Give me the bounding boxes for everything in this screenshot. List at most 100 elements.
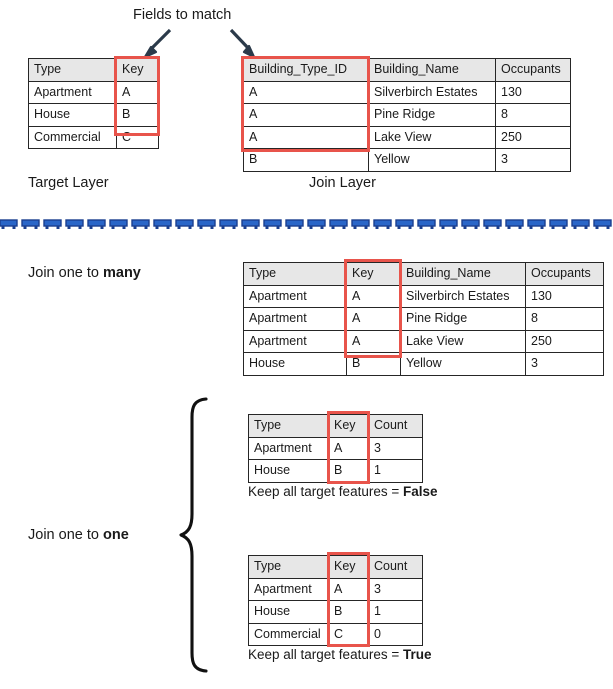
keep-false-emphasis: False [402, 484, 438, 499]
target-layer-table: Type Key Apartment A House B Commercial … [28, 58, 159, 149]
cell-building-name: Silverbirch Estates [368, 80, 496, 104]
column-header-building-type-id: Building_Type_ID [243, 58, 369, 82]
cell-key: A [328, 436, 369, 460]
keep-true-emphasis: True [402, 647, 432, 662]
keep-all-target-features-false-caption: Keep all target features = False [248, 485, 438, 499]
arrow-down-left-icon [140, 28, 174, 59]
cell-occupants: 250 [525, 329, 604, 353]
cell-key: B [346, 352, 401, 376]
join-layer-label: Join Layer [309, 175, 376, 191]
table-row: A Silverbirch Estates 130 [243, 80, 571, 104]
cell-occupants: 8 [495, 103, 571, 127]
cell-count: 3 [368, 577, 423, 601]
cell-type: Commercial [28, 125, 117, 149]
table-row: House B Yellow 3 [243, 352, 604, 376]
cell-building-name: Lake View [368, 125, 496, 149]
table-row: House B 1 [248, 600, 423, 624]
curly-brace-icon [178, 396, 210, 674]
cell-key: C [116, 125, 159, 149]
cell-type: Commercial [248, 622, 329, 646]
column-header-occupants: Occupants [525, 262, 604, 286]
column-header-type: Type [248, 555, 329, 579]
column-header-count: Count [368, 414, 423, 438]
cell-type: Apartment [248, 436, 329, 460]
one-to-many-table-wrapper: Type Key Building_Name Occupants Apartme… [243, 259, 604, 376]
column-header-building-name: Building_Name [368, 58, 496, 82]
column-header-type: Type [28, 58, 117, 82]
column-header-type: Type [248, 414, 329, 438]
table-row: A Lake View 250 [243, 125, 571, 149]
table-row: Apartment A 3 [248, 577, 423, 601]
keep-true-prefix: Keep all target features = [248, 647, 403, 662]
table-row: Apartment A Pine Ridge 8 [243, 307, 604, 331]
cell-building-name: Pine Ridge [368, 103, 496, 127]
one-to-many-table: Type Key Building_Name Occupants Apartme… [243, 262, 604, 376]
column-header-count: Count [368, 555, 423, 579]
column-header-key: Key [328, 555, 369, 579]
table-header-row: Building_Type_ID Building_Name Occupants [243, 58, 571, 82]
table-row: Apartment A 3 [248, 436, 423, 460]
cell-building-type-id: A [243, 80, 369, 104]
cell-building-type-id: A [243, 125, 369, 149]
table-row: A Pine Ridge 8 [243, 103, 571, 127]
keep-false-prefix: Keep all target features = [248, 484, 403, 499]
cell-occupants: 3 [495, 148, 571, 172]
cell-key: A [346, 329, 401, 353]
cell-type: Apartment [248, 577, 329, 601]
table-row: Commercial C [28, 125, 159, 149]
cell-key: B [328, 600, 369, 624]
table-header-row: Type Key Count [248, 414, 423, 438]
cell-occupants: 130 [495, 80, 571, 104]
cell-type: Apartment [243, 307, 347, 331]
one-to-one-true-table: Type Key Count Apartment A 3 House B 1 C… [248, 555, 423, 646]
join-one-emphasis: one [102, 527, 129, 543]
cell-count: 1 [368, 459, 423, 483]
join-one-to-one-label: Join one to one [28, 528, 129, 543]
cell-occupants: 250 [495, 125, 571, 149]
join-many-prefix: Join one to [28, 265, 103, 281]
cell-type: Apartment [243, 284, 347, 308]
join-layer-table: Building_Type_ID Building_Name Occupants… [243, 58, 571, 172]
column-header-key: Key [346, 262, 401, 286]
cell-building-name: Lake View [400, 329, 526, 353]
column-header-occupants: Occupants [495, 58, 571, 82]
table-row: House B [28, 103, 159, 127]
table-row: Apartment A Lake View 250 [243, 329, 604, 353]
one-to-one-false-table-wrapper: Type Key Count Apartment A 3 House B 1 [248, 411, 423, 484]
join-one-prefix: Join one to [28, 527, 103, 543]
join-many-emphasis: many [102, 265, 141, 281]
cell-key: A [328, 577, 369, 601]
keep-all-target-features-true-caption: Keep all target features = True [248, 648, 432, 662]
cell-occupants: 8 [525, 307, 604, 331]
table-header-row: Type Key Building_Name Occupants [243, 262, 604, 286]
cell-key: A [346, 284, 401, 308]
cell-building-name: Silverbirch Estates [400, 284, 526, 308]
cell-building-name: Yellow [400, 352, 526, 376]
arrow-down-right-icon [228, 28, 262, 59]
cell-type: Apartment [28, 80, 117, 104]
cell-occupants: 130 [525, 284, 604, 308]
table-header-row: Type Key Count [248, 555, 423, 579]
table-row: House B 1 [248, 459, 423, 483]
cell-count: 3 [368, 436, 423, 460]
dashed-divider-icon [0, 218, 613, 230]
table-row: Commercial C 0 [248, 622, 423, 646]
cell-type: House [243, 352, 347, 376]
column-header-key: Key [328, 414, 369, 438]
cell-key: C [328, 622, 369, 646]
cell-type: Apartment [243, 329, 347, 353]
cell-type: House [248, 600, 329, 624]
column-header-type: Type [243, 262, 347, 286]
column-header-key: Key [116, 58, 159, 82]
target-layer-label: Target Layer [28, 175, 109, 191]
cell-building-name: Pine Ridge [400, 307, 526, 331]
cell-building-name: Yellow [368, 148, 496, 172]
table-row: Apartment A Silverbirch Estates 130 [243, 284, 604, 308]
cell-building-type-id: A [243, 103, 369, 127]
cell-key: B [116, 103, 159, 127]
cell-count: 1 [368, 600, 423, 624]
cell-type: House [28, 103, 117, 127]
join-layer-table-wrapper: Building_Type_ID Building_Name Occupants… [241, 56, 571, 172]
one-to-one-false-table: Type Key Count Apartment A 3 House B 1 [248, 414, 423, 483]
cell-occupants: 3 [525, 352, 604, 376]
